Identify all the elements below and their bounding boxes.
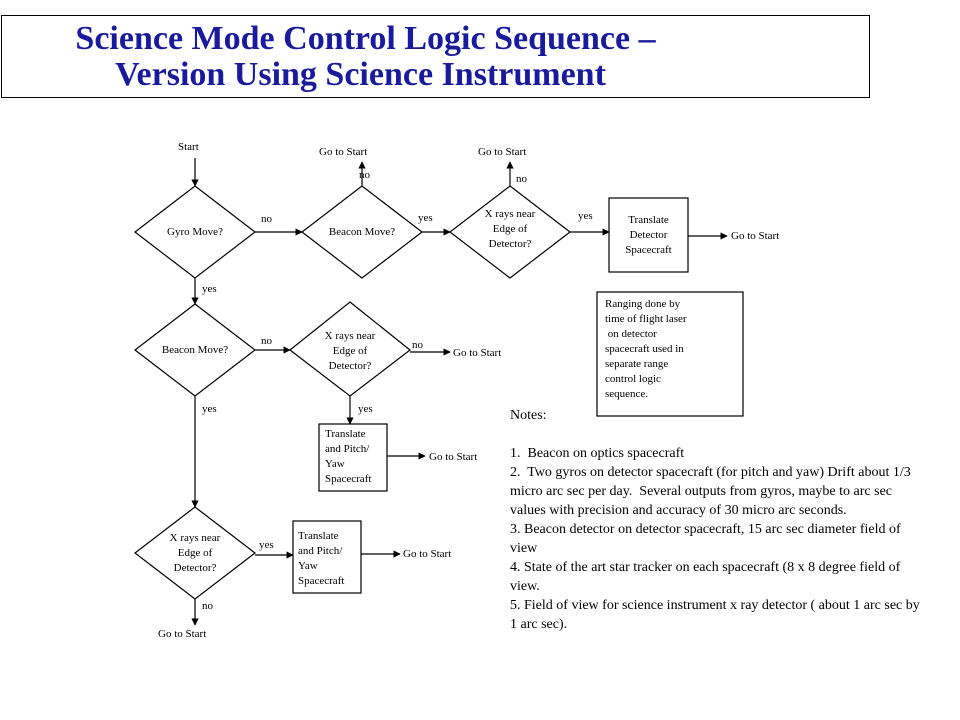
page-title-line-2: Version Using Science Instrument xyxy=(115,56,606,93)
xray-mid-label: X rays near Edge of Detector? xyxy=(324,330,376,372)
no-label: no xyxy=(412,339,423,351)
go-to-start-label: Go to Start xyxy=(731,230,780,242)
yes-label: yes xyxy=(358,403,373,415)
xray-top-label: X rays near Edge of Detector? xyxy=(484,208,536,250)
start-label: Start xyxy=(178,141,199,153)
go-to-start-label: Go to Start xyxy=(429,451,478,463)
yes-label: yes xyxy=(202,283,217,295)
note-item: 4. State of the art star tracker on each… xyxy=(510,560,904,594)
beacon-move-top-label: Beacon Move? xyxy=(328,226,396,238)
go-to-start-label: Go to Start xyxy=(478,146,527,158)
go-to-start-label: Go to Start xyxy=(158,628,207,640)
no-label: no xyxy=(359,169,370,181)
translate-pitch-bottom-label: Translate and Pitch/ Yaw Spacecraft xyxy=(298,530,345,587)
no-label: no xyxy=(202,600,213,612)
xray-top-diamond xyxy=(449,185,571,279)
yes-label: yes xyxy=(259,539,274,551)
note-item: 5. Field of view for science instrument … xyxy=(510,598,924,632)
ranging-note-text: Ranging done by time of flight laser on … xyxy=(605,298,687,400)
yes-label: yes xyxy=(578,210,593,222)
notes-heading: Notes: xyxy=(510,408,547,423)
page-title-line-1: Science Mode Control Logic Sequence – xyxy=(75,20,656,57)
no-label: no xyxy=(516,173,527,185)
note-item: 3. Beacon detector on detector spacecraf… xyxy=(510,522,905,556)
yes-label: yes xyxy=(418,212,433,224)
beacon-move-mid-label: Beacon Move? xyxy=(161,344,229,356)
title-box: Science Mode Control Logic Sequence – Ve… xyxy=(1,15,870,98)
notes-panel: Notes: 1. Beacon on optics spacecraft 2.… xyxy=(510,406,930,634)
beacon-move-top-diamond xyxy=(301,185,423,279)
go-to-start-label: Go to Start xyxy=(403,548,452,560)
ranging-note-box xyxy=(596,291,744,417)
note-item: 2. Two gyros on detector spacecraft (for… xyxy=(510,465,915,518)
xray-bottom-label: X rays near Edge of Detector? xyxy=(169,532,221,574)
yes-label: yes xyxy=(202,403,217,415)
translate-detector-label: Translate Detector Spacecraft xyxy=(625,214,672,256)
no-label: no xyxy=(261,335,272,347)
translate-pitch-mid-label: Translate and Pitch/ Yaw Spacecraft xyxy=(325,428,372,485)
go-to-start-label: Go to Start xyxy=(319,146,368,158)
gyro-move-label: Gyro Move? xyxy=(167,226,223,238)
no-label: no xyxy=(261,213,272,225)
go-to-start-label: Go to Start xyxy=(453,347,502,359)
note-item: 1. Beacon on optics spacecraft xyxy=(510,446,685,461)
